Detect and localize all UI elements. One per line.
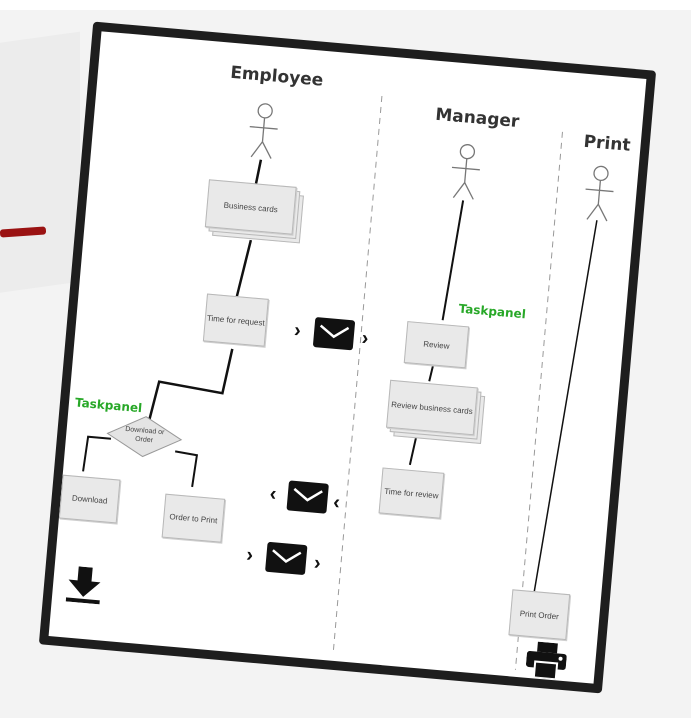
diagram-lines xyxy=(82,95,614,670)
envelope-icon xyxy=(312,317,356,351)
download-arrow-icon xyxy=(65,566,101,605)
node-time-request: Time for request xyxy=(202,293,269,347)
flow-line xyxy=(174,450,199,488)
background-shape xyxy=(0,31,80,299)
flow-line xyxy=(441,200,465,321)
node-business-cards: Business cards xyxy=(204,179,297,235)
node-print-order: Print Order xyxy=(508,589,571,641)
actor-icon xyxy=(249,103,278,159)
lane-title-print: Print xyxy=(582,131,632,156)
flow-line xyxy=(235,239,253,297)
node-order-to-print: Order to Print xyxy=(161,493,226,543)
node-review-business-cards: Review business cards xyxy=(386,379,478,436)
actor-icon xyxy=(585,165,614,222)
node-review: Review xyxy=(403,321,470,369)
flow-line xyxy=(82,435,112,472)
actor-icon xyxy=(451,144,480,200)
envelope-icon xyxy=(265,541,308,576)
swimlane-diagram: Employee Manager Print Business cards Ti… xyxy=(38,21,657,694)
node-download: Download xyxy=(58,474,121,524)
node-time-for-review: Time for review xyxy=(378,467,445,519)
flow-line xyxy=(145,348,234,430)
envelope-icon xyxy=(286,480,329,514)
lane-divider-2 xyxy=(514,131,563,670)
decision-diamond xyxy=(106,416,183,458)
flow-line xyxy=(254,159,263,186)
lane-divider-1 xyxy=(332,95,383,654)
printer-icon xyxy=(525,641,567,681)
flow-line xyxy=(533,220,598,592)
